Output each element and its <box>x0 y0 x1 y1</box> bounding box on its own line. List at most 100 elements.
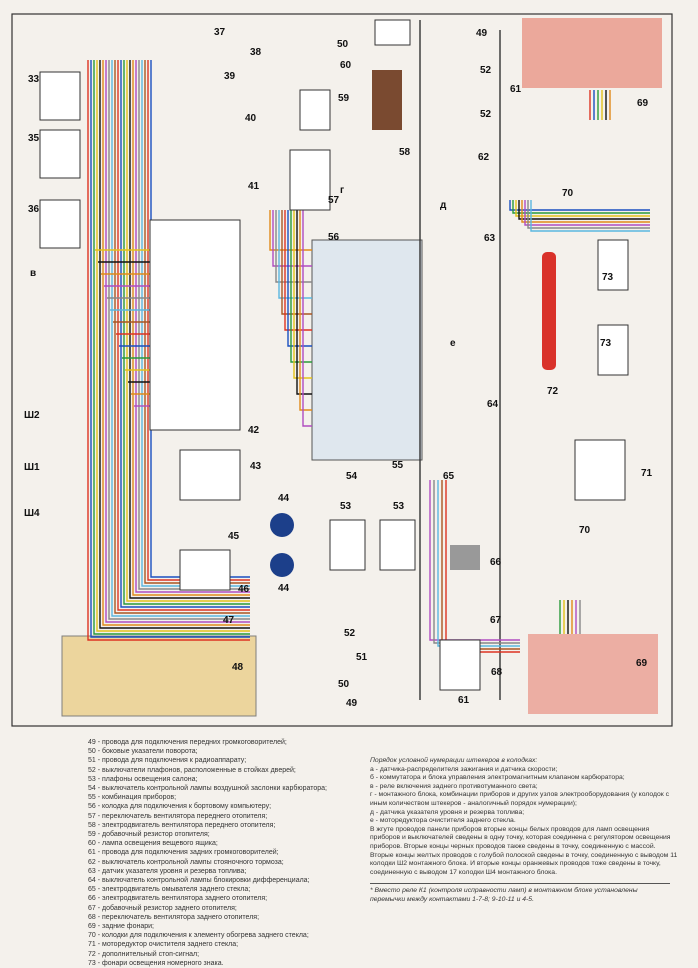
component-label: 48 <box>232 662 244 673</box>
component-label: 52 <box>480 65 492 76</box>
wire <box>299 210 312 411</box>
wire <box>114 60 250 614</box>
notes-title: Порядок условной нумерации штекеров в ко… <box>370 757 538 764</box>
component-label: 66 <box>490 557 502 568</box>
component-label: 65 <box>443 471 455 482</box>
legend-item: 56 - колодка для подключения к бортовому… <box>88 803 272 811</box>
legend-item: 61 - провода для подключения задних гром… <box>88 849 279 857</box>
legend-item: 50 - боковые указатели поворота; <box>88 748 198 756</box>
wire <box>433 480 520 644</box>
legend-item: 73 - фонари освещения номерного знака. <box>88 959 224 967</box>
wire <box>135 60 250 593</box>
legend-item: 54 - выключатель контрольной лампы возду… <box>88 785 327 793</box>
component-label: 50 <box>338 679 350 690</box>
legend-item: 60 - лампа освещения вещевого ящика; <box>88 840 218 848</box>
wire <box>105 60 250 623</box>
rear-lights-top <box>522 18 662 88</box>
component-label: 42 <box>248 425 260 436</box>
instrument-cluster <box>311 239 423 461</box>
wire <box>518 200 650 220</box>
component-label: 73 <box>600 338 612 349</box>
legend-item: 63 - датчик указателя уровня и резерва т… <box>88 867 247 875</box>
legend-item: 52 - выключатели плафонов, расположенные… <box>88 766 296 774</box>
legend-item: 65 - электродвигатель омывателя заднего … <box>88 886 251 894</box>
wire <box>284 210 312 331</box>
component-label: 67 <box>490 615 502 626</box>
legend-item: 71 - моторедуктор очистителя заднего сте… <box>88 941 239 949</box>
wire <box>90 60 250 638</box>
legend-item: 69 - задние фонари; <box>88 923 154 931</box>
wire <box>287 210 312 347</box>
component-label: 53 <box>393 501 405 512</box>
component-legend: 49 - провода для подключения передних гр… <box>88 738 327 968</box>
component-label: 58 <box>399 147 411 158</box>
component-label: 45 <box>228 531 240 542</box>
wire <box>515 200 650 217</box>
component-label: 63 <box>484 233 496 244</box>
rear-lights-bottom <box>528 634 658 714</box>
component-label: 41 <box>248 181 260 192</box>
mounting-block <box>61 635 257 717</box>
legend-item: 64 - выключатель контрольной лампы блоки… <box>88 877 310 885</box>
legend-item: 62 - выключатель контрольной лампы стоян… <box>88 858 284 866</box>
component-label: 72 <box>547 386 559 397</box>
wire <box>102 60 250 626</box>
component-label: 53 <box>340 501 352 512</box>
rear-heater-motor-icon <box>450 545 480 570</box>
legend-item: 55 - комбинация приборов; <box>88 794 177 802</box>
component-label: 40 <box>245 113 257 124</box>
wire <box>521 200 650 223</box>
component-label: 69 <box>637 98 649 109</box>
legend-item: 53 - плафоны освещения салона; <box>88 775 198 783</box>
component-label: 46 <box>238 584 250 595</box>
wire <box>120 60 250 608</box>
connector-d-label: д <box>440 200 447 211</box>
legend-item: 72 - дополнительный стоп-сигнал; <box>88 950 200 958</box>
wire <box>87 60 250 641</box>
note-item: г - монтажного блока, комбинации приборо… <box>370 791 670 807</box>
legend-item: 59 - добавочный резистор отопителя; <box>88 831 210 839</box>
wire <box>509 200 650 211</box>
connector-g-label: г <box>340 185 345 196</box>
wire <box>129 60 250 599</box>
wire <box>269 210 312 251</box>
legend-item: 58 - электродвигатель вентилятора передн… <box>88 821 276 829</box>
diagram-frame <box>11 13 673 727</box>
wire <box>117 60 250 611</box>
speaker-left-icon <box>270 513 294 537</box>
connector-sh2-label: Ш2 <box>24 410 40 421</box>
legend-item: 70 - колодки для подключения к элементу … <box>88 932 309 940</box>
legend-item: 68 - переключатель вентилятора заднего о… <box>88 913 260 921</box>
wire <box>123 60 250 605</box>
wire <box>281 210 312 315</box>
component-label: 44 <box>278 493 290 504</box>
speaker-right-icon <box>270 553 294 577</box>
wire <box>293 210 312 379</box>
component-label: 33 <box>28 74 40 85</box>
note-item: б - коммутатора и блока управления элект… <box>370 774 625 782</box>
connector-v-label: в <box>30 268 37 279</box>
component-label: 62 <box>478 152 490 163</box>
component-label: 36 <box>28 204 40 215</box>
notes-paragraph: В жгуте проводов панели приборов вторые … <box>370 825 678 876</box>
component-label: 37 <box>214 27 226 38</box>
wire <box>512 200 650 214</box>
heater-motor-icon <box>372 70 402 130</box>
wire <box>530 200 650 232</box>
component-label: 38 <box>250 47 262 58</box>
component-label: 35 <box>28 133 40 144</box>
note-item: е - моторедуктора очистителя заднего сте… <box>370 817 516 825</box>
component-label: 51 <box>356 652 368 663</box>
component-label: 52 <box>344 628 356 639</box>
component-label: 69 <box>636 658 648 669</box>
connector-e-label: е <box>450 338 456 349</box>
component-label: 49 <box>476 28 488 39</box>
extra-brake-light <box>542 252 556 370</box>
wire <box>126 60 250 602</box>
wire <box>272 210 312 267</box>
wire <box>132 60 250 596</box>
component-label: 57 <box>328 195 340 206</box>
component-label: 39 <box>224 71 236 82</box>
notes-footnote: * Вместо реле К1 (контроля исправности л… <box>370 883 670 904</box>
